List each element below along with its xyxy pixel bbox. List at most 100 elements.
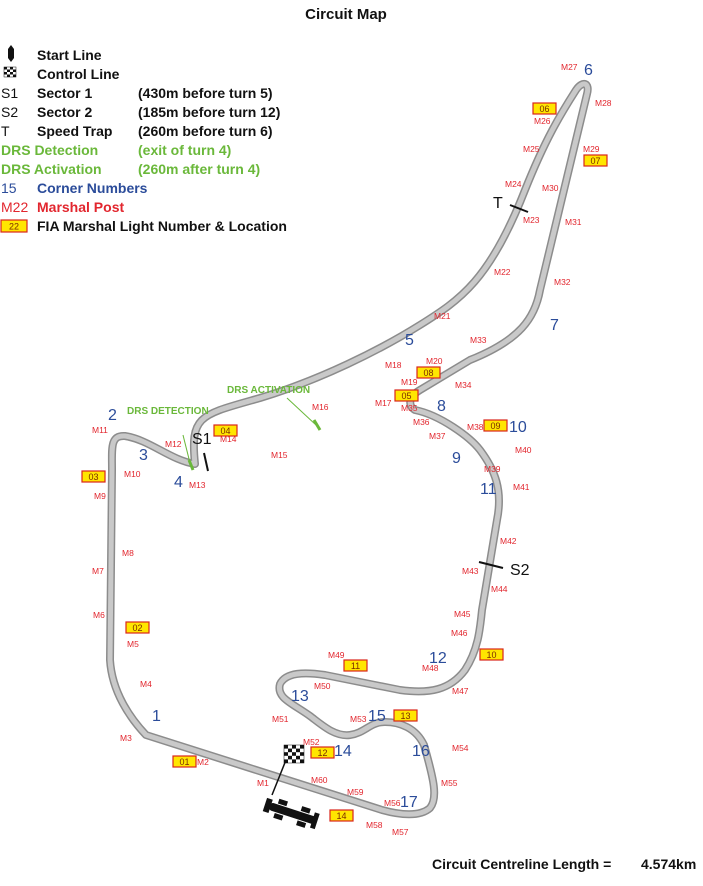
start-line-icon <box>8 45 14 62</box>
corner-16: 16 <box>412 743 430 760</box>
legend-detail-sector-2: (185m before turn 12) <box>138 104 280 120</box>
marshal-post: M27 <box>561 62 578 72</box>
marshal-post: M49 <box>328 650 345 660</box>
legend-detail-speed-trap: (260m before turn 6) <box>138 123 273 139</box>
marshal-post: M22 <box>494 267 511 277</box>
sector-1-label: S1 <box>192 431 212 448</box>
marshal-post: M40 <box>515 445 532 455</box>
marshal-post: M56 <box>384 798 401 808</box>
marshal-post: M48 <box>422 663 439 673</box>
circuit-length-value: 4.574km <box>641 856 696 872</box>
marshal-post: M43 <box>462 566 479 576</box>
legend-label-start-line: Start Line <box>37 47 102 63</box>
marshal-post: M60 <box>311 775 328 785</box>
corner-numbers: 1 2 3 4 5 6 7 8 9 10 11 12 13 14 15 16 1… <box>108 62 593 811</box>
legend-label-drs-activation: DRS Activation <box>1 161 102 177</box>
flag-light-number: 06 <box>539 104 549 114</box>
marshal-post: M51 <box>272 714 289 724</box>
marshal-post: M9 <box>94 491 106 501</box>
flag-light-number: 01 <box>179 757 189 767</box>
marshal-posts: M1 M2 M3 M4 M5 M6 M7 M8 M9 M10 M11 M12 M… <box>92 62 612 837</box>
flag-light-number: 14 <box>336 811 346 821</box>
flag-light-number: 09 <box>490 421 500 431</box>
corner-1: 1 <box>152 708 161 725</box>
legend-label-sector-1: Sector 1 <box>37 85 92 101</box>
flag-light-badge: 13 <box>393 709 418 722</box>
flag-light-number: 11 <box>351 661 360 671</box>
marshal-post: M35 <box>401 403 418 413</box>
corner-15: 15 <box>368 708 386 725</box>
marshal-post: M39 <box>484 464 501 474</box>
marshal-post: M57 <box>392 827 409 837</box>
corner-6: 6 <box>584 62 593 79</box>
flag-light-badge: 03 <box>81 470 106 483</box>
drs-activation-line <box>312 419 322 431</box>
flag-light-badge: 02 <box>125 621 150 634</box>
legend-code-marshal: M22 <box>1 199 28 215</box>
marshal-post: M58 <box>366 820 383 830</box>
flag-light-badge: 01 <box>172 755 197 768</box>
marshal-post: M7 <box>92 566 104 576</box>
drs-detection-line <box>187 459 195 471</box>
marshal-post: M36 <box>413 417 430 427</box>
flag-light-number: 03 <box>88 472 98 482</box>
marshal-post: M1 <box>257 778 269 788</box>
legend-code-s1: S1 <box>1 85 18 101</box>
legend-detail-drs-activation: (260m after turn 4) <box>138 161 260 177</box>
control-line-flag-icon <box>271 744 305 796</box>
legend-flag-light-badge: 22 <box>0 219 28 233</box>
legend-label-control-line: Control Line <box>37 66 120 82</box>
marshal-post: M14 <box>220 434 237 444</box>
start-line-car-icon <box>262 797 320 830</box>
drs-zone: DRS DETECTION DRS ACTIVATION <box>127 385 322 471</box>
drs-activation-leader <box>286 397 317 426</box>
marshal-post: M50 <box>314 681 331 691</box>
flag-light-number: 02 <box>132 623 142 633</box>
legend-code-flag: 22 <box>9 222 19 232</box>
legend-label-marshal-post: Marshal Post <box>37 199 124 215</box>
marshal-post: M54 <box>452 743 469 753</box>
flag-light-badge: 10 <box>479 648 504 661</box>
legend-code-s2: S2 <box>1 104 18 120</box>
marshal-post: M59 <box>347 787 364 797</box>
circuit-length-label: Circuit Centreline Length = <box>432 856 611 872</box>
corner-10: 10 <box>509 419 527 436</box>
flag-light-number: 07 <box>590 156 600 166</box>
marshal-post: M20 <box>426 356 443 366</box>
marshal-post: M44 <box>491 584 508 594</box>
legend-label-sector-2: Sector 2 <box>37 104 92 120</box>
legend-code-t: T <box>1 123 10 139</box>
marshal-post: M28 <box>595 98 612 108</box>
marshal-post: M38 <box>467 422 484 432</box>
legend-label-speed-trap: Speed Trap <box>37 123 112 139</box>
flag-light-number: 10 <box>486 650 496 660</box>
flag-light-number: 12 <box>317 748 327 758</box>
timing-markers: S1 S2 T <box>192 195 530 579</box>
flag-lights: 01 02 03 04 05 06 07 08 09 10 11 12 13 1… <box>81 102 608 822</box>
marshal-post: M3 <box>120 733 132 743</box>
legend-detail-sector-1: (430m before turn 5) <box>138 85 273 101</box>
marshal-post: M52 <box>303 737 320 747</box>
marshal-post: M23 <box>523 215 540 225</box>
corner-14: 14 <box>334 743 352 760</box>
marshal-post: M2 <box>197 757 209 767</box>
flag-light-number: 04 <box>220 426 230 436</box>
marshal-post: M33 <box>470 335 487 345</box>
flag-light-badge: 08 <box>416 366 441 379</box>
flag-light-badge: 09 <box>483 419 508 432</box>
marshal-post: M21 <box>434 311 451 321</box>
marshal-post: M12 <box>165 439 182 449</box>
legend-label-corner-numbers: Corner Numbers <box>37 180 148 196</box>
flag-light-badge: 05 <box>394 389 419 402</box>
marshal-post: M55 <box>441 778 458 788</box>
marshal-post: M47 <box>452 686 469 696</box>
marshal-post: M4 <box>140 679 152 689</box>
corner-2: 2 <box>108 407 117 424</box>
corner-12: 12 <box>429 650 447 667</box>
marshal-post: M31 <box>565 217 582 227</box>
legend-label-drs-detection: DRS Detection <box>1 142 98 158</box>
marshal-post: M5 <box>127 639 139 649</box>
marshal-post: M32 <box>554 277 571 287</box>
marshal-post: M6 <box>93 610 105 620</box>
